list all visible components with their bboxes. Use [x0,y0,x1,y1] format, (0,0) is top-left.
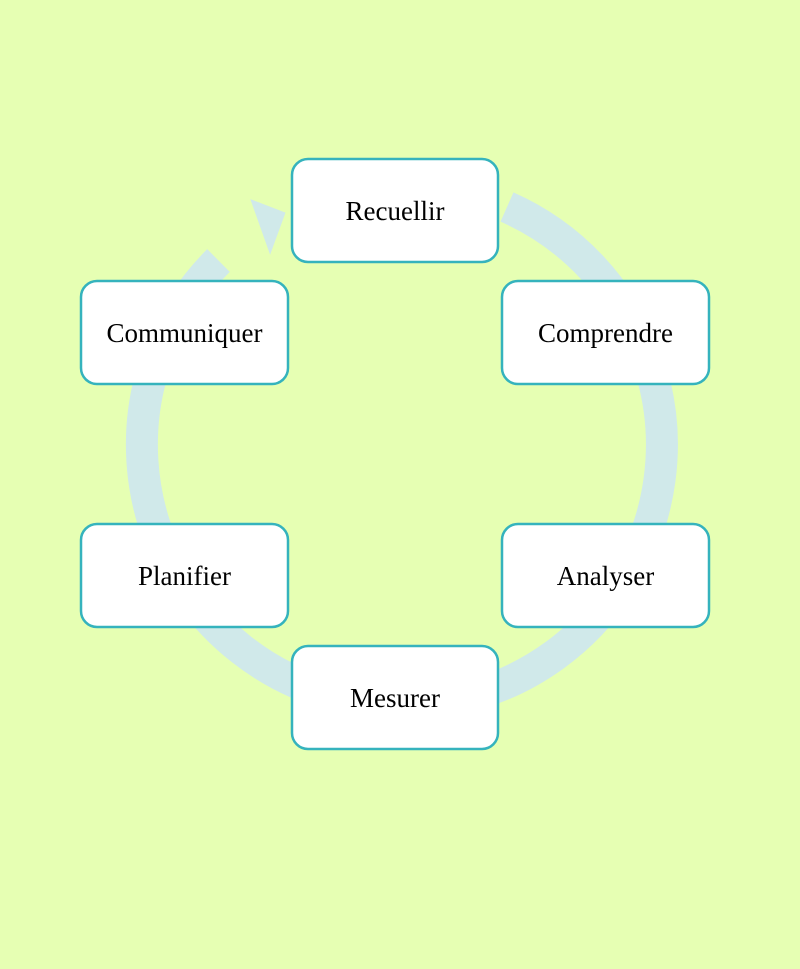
step-box [500,279,711,386]
cycle-arrowhead-icon [250,199,286,255]
step-box [500,522,711,629]
step-label: Analyser [557,561,654,591]
step-mesurer: Mesurer [290,644,500,751]
step-communiquer: Communiquer [79,279,290,386]
step-analyser: Analyser [500,522,711,629]
step-label: Mesurer [350,683,440,713]
step-box [79,279,290,386]
step-label: Planifier [138,561,231,591]
step-recueillir: Recuellir [290,157,500,264]
step-box [79,522,290,629]
step-label: Comprendre [538,318,673,348]
step-label: Communiquer [107,318,263,348]
step-box [290,157,500,264]
step-label: Recuellir [346,196,445,226]
step-box [290,644,500,751]
step-comprendre: Comprendre [500,279,711,386]
step-planifier: Planifier [79,522,290,629]
